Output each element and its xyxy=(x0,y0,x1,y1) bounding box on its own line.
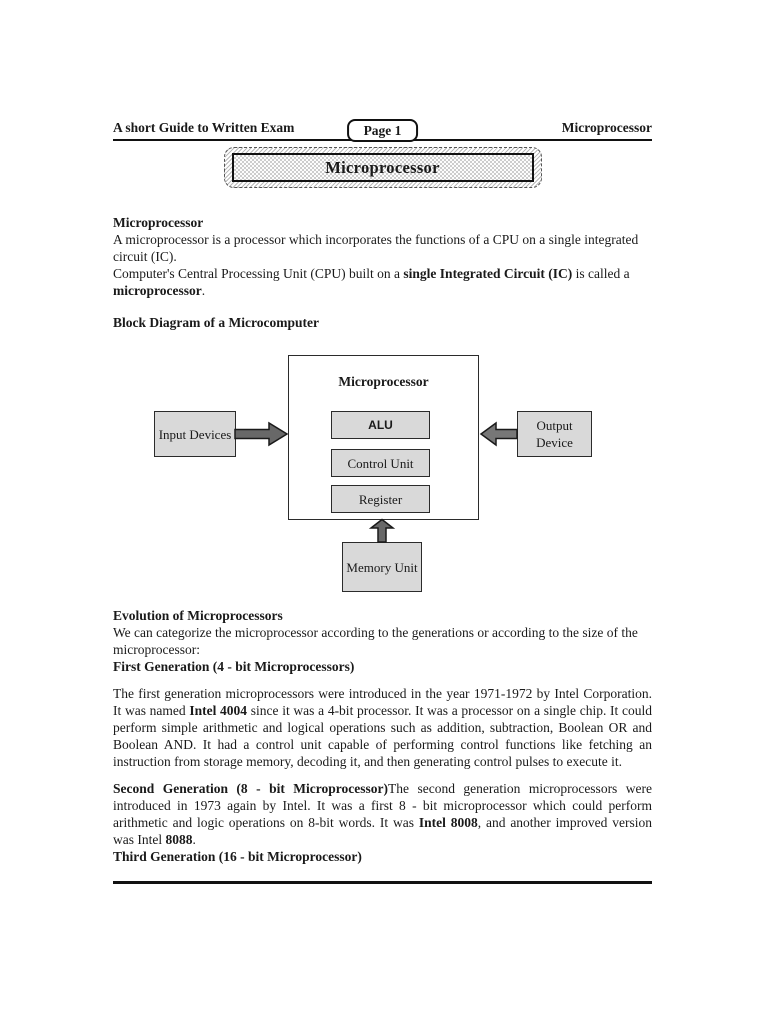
text-run: The second generation microprocessors we… xyxy=(113,781,653,830)
evolution-paragraph: We can categorize the microprocessor acc… xyxy=(113,625,638,657)
text-run: . xyxy=(201,283,206,298)
input-devices-block: Input Devices xyxy=(154,411,236,457)
second-generation-heading: Second Generation (8 - bit Microprocesso… xyxy=(113,781,389,796)
bold-run: Intel 8008 xyxy=(418,815,478,830)
bold-run: Intel 4004 xyxy=(189,703,248,718)
text-run: Computer's Central Processing Unit (CPU)… xyxy=(113,266,404,281)
title-banner-inner: Microprocessor xyxy=(231,153,534,182)
block-diagram-heading: Block Diagram of a Microcomputer xyxy=(113,315,319,330)
page-header: A short Guide to Written Exam Page 1 Mic… xyxy=(113,118,652,142)
bold-run: microprocessor xyxy=(113,283,202,298)
register-block: Register xyxy=(331,485,430,513)
arrow-right-icon xyxy=(234,421,289,447)
intro-paragraph-2: Computer's Central Processing Unit (CPU)… xyxy=(113,265,652,299)
text-run: , and another improved version was Intel xyxy=(113,815,653,847)
third-generation-heading: Third Generation (16 - bit Microprocesso… xyxy=(113,849,362,864)
alu-block: ALU xyxy=(331,411,430,439)
text-run: . xyxy=(192,832,196,847)
arrow-left-icon xyxy=(479,421,518,447)
first-generation-heading: First Generation (4 - bit Microprocessor… xyxy=(113,659,355,674)
title-banner: Microprocessor xyxy=(223,147,542,188)
footer-rule xyxy=(113,881,652,884)
first-generation-paragraph: The first generation microprocessors wer… xyxy=(113,685,652,770)
header-right-title: Microprocessor xyxy=(561,120,652,135)
bold-run: 8088 xyxy=(165,832,193,847)
text-run: is called a xyxy=(572,266,630,281)
intro-paragraph-1: A microprocessor is a processor which in… xyxy=(113,232,639,264)
microcomputer-block-diagram: Microprocessor ALU Control Unit Register… xyxy=(113,346,652,592)
output-device-block: Output Device xyxy=(517,411,592,457)
text-run: since it was a 4-bit processor. It was a… xyxy=(113,703,652,769)
evolution-heading: Evolution of Microprocessors xyxy=(113,608,283,623)
bold-run: single Integrated Circuit (IC) xyxy=(403,266,573,281)
microprocessor-block-title: Microprocessor xyxy=(338,374,429,389)
header-left-title: A short Guide to Written Exam xyxy=(113,120,295,135)
page-number-badge: Page 1 xyxy=(346,119,419,142)
intro-heading: Microprocessor xyxy=(113,215,204,230)
text-run: The first generation microprocessors wer… xyxy=(113,686,652,718)
memory-unit-block: Memory Unit xyxy=(342,542,422,592)
control-unit-block: Control Unit xyxy=(331,449,430,477)
arrow-up-icon xyxy=(368,518,396,543)
document-title: Microprocessor xyxy=(325,158,440,177)
second-generation-paragraph: Second Generation (8 - bit Microprocesso… xyxy=(113,780,652,848)
